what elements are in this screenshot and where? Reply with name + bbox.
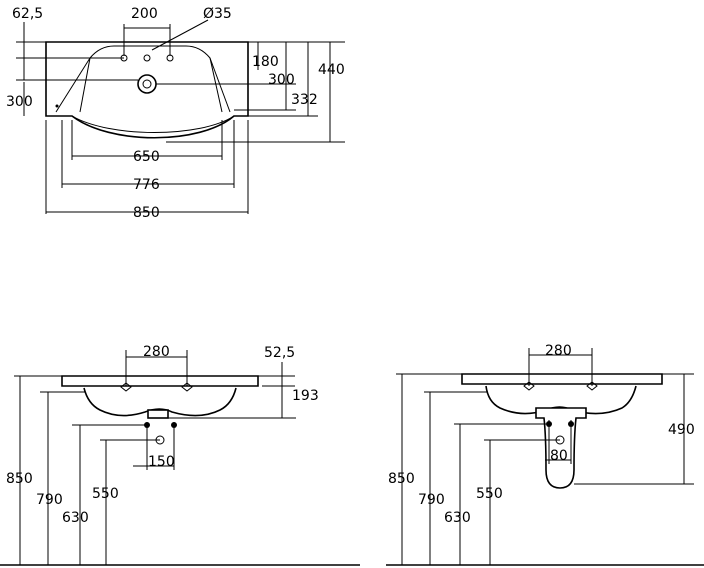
basin-outline-top: [45, 41, 249, 139]
top-view: 62,5 200 Ø35 180 300 332 440 300 650 776…: [6, 6, 345, 221]
basin-outline-front-right: [461, 373, 663, 489]
label-pedestal-height: 490: [668, 422, 695, 438]
dimension-lines-front-left: [14, 350, 296, 565]
front-view-left: 280 52,5 193 150 850 790 630 550: [0, 344, 360, 566]
label-waste-diameter: Ø35: [203, 6, 232, 22]
label-tap-spacing-left: 280: [143, 344, 170, 360]
label-rim-floor-left: 850: [6, 471, 33, 487]
label-left-depth: 300: [6, 94, 33, 110]
label-waste-floor-left: 630: [62, 510, 89, 526]
supply-points-left: [144, 422, 177, 445]
tap-holes-top: [120, 54, 174, 62]
front-view-right: 280 490 80 850 790 630 550: [386, 343, 704, 566]
label-supply-floor-right: 550: [476, 486, 503, 502]
label-supply-spacing-left: 150: [148, 454, 175, 470]
supply-points-right: [546, 421, 574, 445]
waste-outlet-top: [137, 74, 157, 94]
label-rim-floor-right: 850: [388, 471, 415, 487]
label-tap-spacing-right: 280: [545, 343, 572, 359]
label-inner-width: 776: [133, 177, 160, 193]
label-supply-floor-left: 550: [92, 486, 119, 502]
label-bottom-floor-left: 790: [36, 492, 63, 508]
label-waste-floor-right: 630: [444, 510, 471, 526]
label-hole-spacing: 200: [131, 6, 158, 22]
label-side-depth: 332: [291, 92, 318, 108]
label-depth-front: 180: [252, 54, 279, 70]
dimension-lines-front-right: [396, 348, 694, 565]
label-waste-depth: 300: [268, 72, 295, 88]
label-total-depth: 440: [318, 62, 345, 78]
basin-outline-front-left: [61, 375, 259, 419]
tap-marks-front-left: [120, 382, 193, 392]
label-edge-offset: 62,5: [12, 6, 43, 22]
overflow-dot: [55, 104, 59, 108]
label-rim-offset: 52,5: [264, 345, 295, 361]
dimension-lines-top: [16, 19, 345, 214]
label-bowl-width: 650: [133, 149, 160, 165]
label-rim-height: 193: [292, 388, 319, 404]
tap-marks-front-right: [523, 381, 598, 391]
label-overall-width: 850: [133, 205, 160, 221]
label-supply-spacing-right: 80: [550, 448, 568, 464]
label-bottom-floor-right: 790: [418, 492, 445, 508]
